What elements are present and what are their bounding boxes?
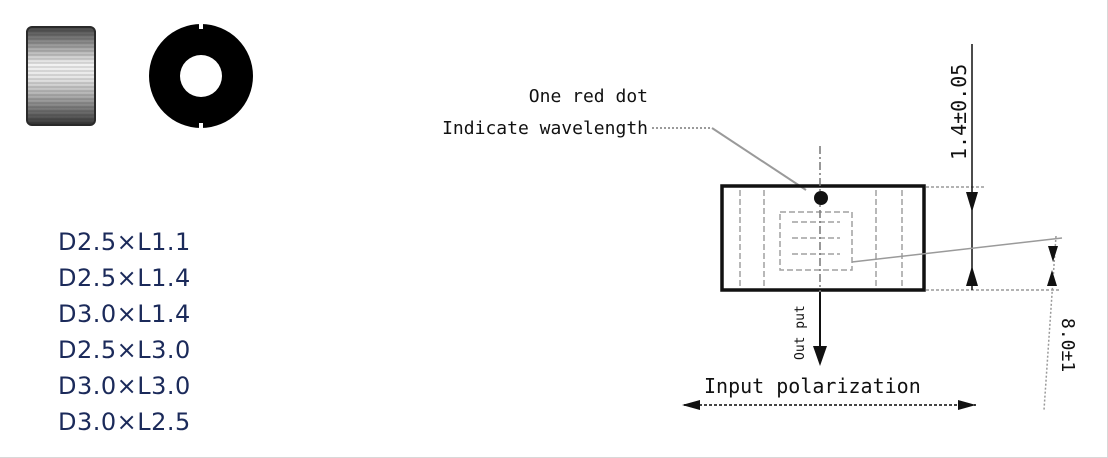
red-dot-marker [814, 191, 828, 205]
crystal-end-face-photo [149, 22, 253, 130]
angle-dimension-label: 8.0±1 [1057, 318, 1078, 372]
end-face-notch-top [199, 22, 203, 29]
size-option: D2.5×L1.1 [58, 228, 191, 256]
crystal-body-outline [720, 184, 926, 292]
height-arrow-bottom [966, 266, 978, 286]
output-label: Out put [793, 305, 808, 360]
angle-arrow-bottom [1047, 270, 1057, 286]
input-polarization-label: Input polarization [704, 374, 921, 398]
end-face-notch-bottom [199, 123, 203, 130]
size-option: D3.0×L2.5 [58, 408, 191, 436]
size-options-list: D2.5×L1.1 D2.5×L1.4 D3.0×L1.4 D2.5×L3.0 … [58, 224, 191, 440]
crystal-cylinder-photo [26, 26, 96, 126]
height-arrow-top [966, 192, 978, 212]
angle-reference-line [851, 237, 1063, 263]
size-option: D2.5×L3.0 [58, 336, 191, 364]
size-option: D3.0×L1.4 [58, 300, 191, 328]
size-option: D2.5×L1.4 [58, 264, 191, 292]
dot-leader-line [711, 127, 807, 191]
size-option: D3.0×L3.0 [58, 372, 191, 400]
height-dimension-label: 1.4±0.05 [947, 64, 971, 160]
wavelength-label: Indicate wavelength [442, 118, 648, 139]
red-dot-label: One red dot [529, 86, 648, 107]
end-face-bore [180, 55, 222, 97]
input-polarization-arrow-left [682, 400, 700, 410]
angle-extension-line [1043, 235, 1057, 411]
input-polarization-arrow-right [958, 400, 976, 410]
angle-arrow-top [1048, 246, 1058, 262]
output-arrowhead [813, 346, 827, 366]
crystal-hidden-lines [739, 190, 903, 286]
